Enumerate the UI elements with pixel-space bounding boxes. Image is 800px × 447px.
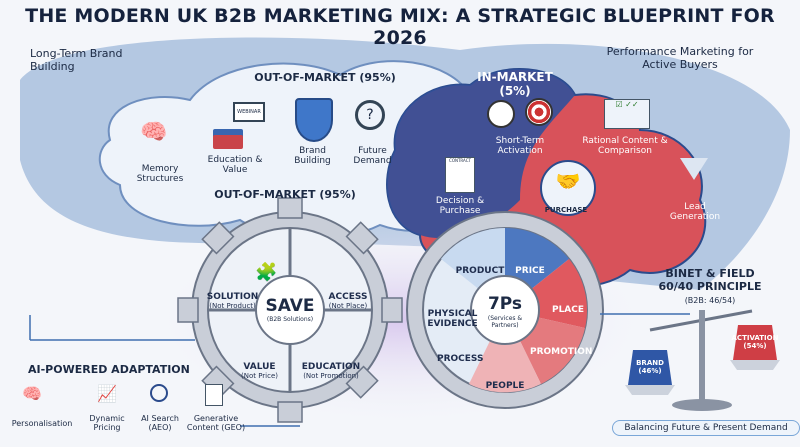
- education-value-label: Education & Value: [207, 155, 263, 176]
- rational-content-label: Rational Content & Comparison: [582, 136, 668, 157]
- save-center-sub: (B2B Solutions): [266, 316, 314, 323]
- activation-weight: ACTIVATION(54%): [731, 334, 779, 351]
- search-icon: [150, 384, 168, 402]
- ai-item-ai-search: AI Search (AEO): [141, 414, 179, 433]
- performance-marketing-label: Performance Marketing for Active Buyers: [606, 45, 754, 71]
- memory-structures-label: Memory Structures: [136, 164, 184, 185]
- in-market-header: IN-MARKET (5%): [477, 70, 553, 98]
- save-segment-solution: SOLUTION(Not Product): [206, 292, 259, 311]
- checklist-icon: ☑ ✓✓: [604, 99, 650, 129]
- future-demand-label: Future Demand: [353, 146, 392, 167]
- save-segment-education: EDUCATION(Not Promotion): [301, 362, 361, 381]
- balance-scale-graphic: [625, 309, 780, 411]
- webinar-icon: WEBINAR: [233, 102, 265, 122]
- document-pen-icon: [205, 384, 223, 406]
- ai-item-dynamic-pricing: Dynamic Pricing: [89, 414, 125, 433]
- sevenps-segment-physical-evidence: PHYSICAL EVIDENCE: [427, 309, 478, 330]
- brand-weight: BRAND(46%): [636, 359, 664, 376]
- binet-field-sub: (B2B: 46/54): [684, 296, 736, 305]
- contract-icon: CONTRACT: [445, 157, 475, 193]
- save-segment-value: VALUE(Not Price): [240, 362, 279, 381]
- page-title: THE MODERN UK B2B MARKETING MIX: A STRAT…: [25, 5, 775, 49]
- purchase-label: PURCHASE: [544, 206, 588, 214]
- save-gear: [177, 197, 403, 423]
- out-of-market-header-top: OUT-OF-MARKET (95%): [254, 71, 396, 84]
- magnifier-question-icon: ?: [355, 100, 385, 130]
- sevenps-center-title: 7Ps: [487, 294, 523, 314]
- funnel-icon: [680, 158, 708, 180]
- balancing-footer: Balancing Future & Present Demand: [612, 420, 800, 437]
- handshake-icon: 🤝: [540, 160, 596, 216]
- ai-item-generative-content: Generative Content (GEO): [186, 414, 246, 433]
- sevenps-segment-promotion: PROMOTION: [530, 347, 593, 357]
- short-term-activation-label: Short-Term Activation: [495, 136, 545, 157]
- sevenps-segment-product: PRODUCT: [455, 266, 505, 276]
- brand-building-label: Brand Building: [294, 146, 331, 167]
- head-brain-icon: 🧠: [22, 384, 42, 403]
- growth-chart-icon: 📈: [97, 384, 117, 403]
- shield-icon: [295, 98, 333, 142]
- binet-field-title-line2: 60/40 PRINCIPLE: [658, 280, 762, 293]
- sevenps-center-sub: (Services & Partners): [487, 315, 523, 329]
- save-segment-access: ACCESS(Not Place): [328, 292, 368, 311]
- sevenps-segment-place: PLACE: [551, 305, 585, 315]
- target-icon: [525, 98, 553, 126]
- sevenps-segment-process: PROCESS: [437, 354, 484, 364]
- ai-item-personalisation: Personalisation: [11, 419, 73, 428]
- sevenps-segment-price: PRICE: [515, 266, 545, 276]
- books-icon: [213, 135, 243, 149]
- ai-header: AI-POWERED ADAPTATION: [28, 363, 190, 376]
- out-of-market-header-bottom: OUT-OF-MARKET (95%): [214, 188, 356, 201]
- sevenps-gear: [406, 211, 604, 409]
- brain-lock-icon: 🧠: [140, 120, 168, 145]
- save-center-title: SAVE: [265, 296, 315, 316]
- binet-field-title-line1: BINET & FIELD: [665, 267, 755, 280]
- puzzle-icon: 🧩: [255, 262, 278, 283]
- lead-generation-label: Lead Generation: [669, 202, 721, 223]
- long-term-brand-label: Long-Term Brand Building: [30, 47, 123, 73]
- sevenps-segment-people: PEOPLE: [485, 381, 525, 391]
- stopwatch-icon: [487, 100, 515, 128]
- decision-purchase-label: Decision & Purchase: [435, 196, 485, 217]
